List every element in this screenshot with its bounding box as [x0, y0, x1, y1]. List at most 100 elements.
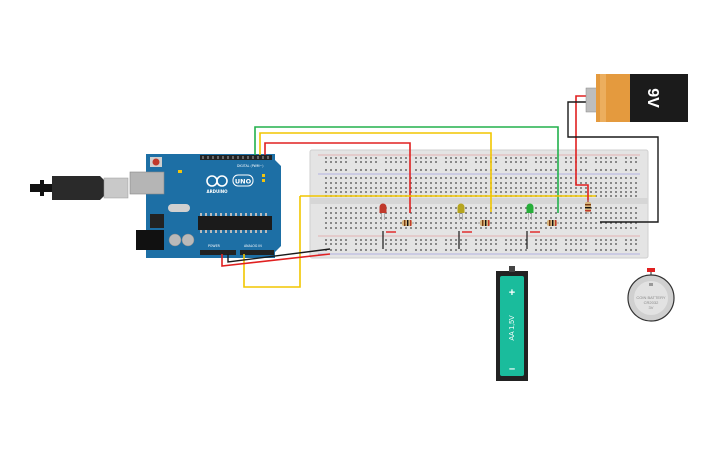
- breadboard-hole[interactable]: [375, 243, 377, 245]
- breadboard-hole[interactable]: [510, 191, 512, 193]
- breadboard-hole[interactable]: [335, 191, 337, 193]
- breadboard-hole[interactable]: [410, 227, 412, 229]
- breadboard-hole[interactable]: [565, 222, 567, 224]
- breadboard-hole[interactable]: [355, 187, 357, 189]
- breadboard-hole[interactable]: [440, 212, 442, 214]
- breadboard-hole[interactable]: [540, 187, 542, 189]
- breadboard-hole[interactable]: [570, 207, 572, 209]
- breadboard-hole[interactable]: [625, 169, 627, 171]
- breadboard-hole[interactable]: [565, 249, 567, 251]
- breadboard-hole[interactable]: [570, 182, 572, 184]
- breadboard-hole[interactable]: [610, 207, 612, 209]
- breadboard-hole[interactable]: [340, 161, 342, 163]
- breadboard-hole[interactable]: [470, 182, 472, 184]
- breadboard-hole[interactable]: [340, 191, 342, 193]
- breadboard-hole[interactable]: [530, 187, 532, 189]
- breadboard-hole[interactable]: [575, 191, 577, 193]
- breadboard-hole[interactable]: [595, 249, 597, 251]
- breadboard-hole[interactable]: [430, 169, 432, 171]
- breadboard-hole[interactable]: [420, 177, 422, 179]
- breadboard-hole[interactable]: [425, 182, 427, 184]
- breadboard-hole[interactable]: [385, 191, 387, 193]
- breadboard-hole[interactable]: [415, 177, 417, 179]
- breadboard-hole[interactable]: [625, 207, 627, 209]
- breadboard-hole[interactable]: [515, 243, 517, 245]
- breadboard-hole[interactable]: [390, 222, 392, 224]
- breadboard-hole[interactable]: [480, 239, 482, 241]
- breadboard-hole[interactable]: [460, 187, 462, 189]
- breadboard-hole[interactable]: [525, 157, 527, 159]
- breadboard-hole[interactable]: [340, 182, 342, 184]
- breadboard-hole[interactable]: [580, 249, 582, 251]
- breadboard-hole[interactable]: [420, 217, 422, 219]
- breadboard-hole[interactable]: [510, 207, 512, 209]
- breadboard-hole[interactable]: [375, 169, 377, 171]
- breadboard-hole[interactable]: [340, 222, 342, 224]
- breadboard-hole[interactable]: [430, 249, 432, 251]
- breadboard-hole[interactable]: [440, 177, 442, 179]
- breadboard-hole[interactable]: [590, 182, 592, 184]
- breadboard-hole[interactable]: [375, 207, 377, 209]
- breadboard-hole[interactable]: [520, 222, 522, 224]
- breadboard-hole[interactable]: [600, 249, 602, 251]
- breadboard-hole[interactable]: [500, 217, 502, 219]
- breadboard-hole[interactable]: [545, 249, 547, 251]
- breadboard-hole[interactable]: [340, 212, 342, 214]
- breadboard-hole[interactable]: [580, 177, 582, 179]
- breadboard-hole[interactable]: [445, 182, 447, 184]
- breadboard-hole[interactable]: [585, 239, 587, 241]
- breadboard-hole[interactable]: [395, 177, 397, 179]
- breadboard-hole[interactable]: [355, 191, 357, 193]
- breadboard-hole[interactable]: [475, 157, 477, 159]
- breadboard-hole[interactable]: [495, 177, 497, 179]
- breadboard-hole[interactable]: [635, 195, 637, 197]
- breadboard-hole[interactable]: [335, 177, 337, 179]
- breadboard-hole[interactable]: [465, 191, 467, 193]
- breadboard-hole[interactable]: [485, 161, 487, 163]
- breadboard-hole[interactable]: [395, 157, 397, 159]
- breadboard-hole[interactable]: [380, 187, 382, 189]
- breadboard-hole[interactable]: [415, 187, 417, 189]
- breadboard-hole[interactable]: [355, 182, 357, 184]
- breadboard-hole[interactable]: [330, 177, 332, 179]
- breadboard-hole[interactable]: [370, 222, 372, 224]
- breadboard-hole[interactable]: [600, 212, 602, 214]
- breadboard-hole[interactable]: [405, 161, 407, 163]
- breadboard-hole[interactable]: [335, 217, 337, 219]
- breadboard-hole[interactable]: [635, 243, 637, 245]
- breadboard-hole[interactable]: [625, 195, 627, 197]
- breadboard-hole[interactable]: [425, 222, 427, 224]
- breadboard-hole[interactable]: [355, 207, 357, 209]
- breadboard-hole[interactable]: [620, 222, 622, 224]
- breadboard-hole[interactable]: [450, 182, 452, 184]
- breadboard-hole[interactable]: [500, 182, 502, 184]
- breadboard-hole[interactable]: [440, 207, 442, 209]
- breadboard-hole[interactable]: [635, 169, 637, 171]
- breadboard-hole[interactable]: [610, 249, 612, 251]
- breadboard-hole[interactable]: [550, 191, 552, 193]
- breadboard-hole[interactable]: [375, 249, 377, 251]
- breadboard-hole[interactable]: [455, 212, 457, 214]
- breadboard-hole[interactable]: [325, 182, 327, 184]
- breadboard-hole[interactable]: [625, 191, 627, 193]
- breadboard-hole[interactable]: [395, 239, 397, 241]
- breadboard-hole[interactable]: [445, 239, 447, 241]
- breadboard-hole[interactable]: [560, 187, 562, 189]
- breadboard-hole[interactable]: [570, 191, 572, 193]
- breadboard-hole[interactable]: [545, 212, 547, 214]
- breadboard-hole[interactable]: [585, 157, 587, 159]
- breadboard-hole[interactable]: [420, 212, 422, 214]
- breadboard-hole[interactable]: [355, 161, 357, 163]
- breadboard-hole[interactable]: [595, 243, 597, 245]
- breadboard-hole[interactable]: [445, 177, 447, 179]
- header-pin[interactable]: [222, 156, 224, 159]
- breadboard-hole[interactable]: [425, 187, 427, 189]
- breadboard-hole[interactable]: [355, 239, 357, 241]
- breadboard-hole[interactable]: [520, 217, 522, 219]
- breadboard-hole[interactable]: [510, 222, 512, 224]
- breadboard-hole[interactable]: [575, 239, 577, 241]
- wire-yellow-signal[interactable]: [259, 132, 492, 212]
- breadboard-hole[interactable]: [595, 177, 597, 179]
- led-red[interactable]: [379, 203, 387, 220]
- breadboard-hole[interactable]: [625, 157, 627, 159]
